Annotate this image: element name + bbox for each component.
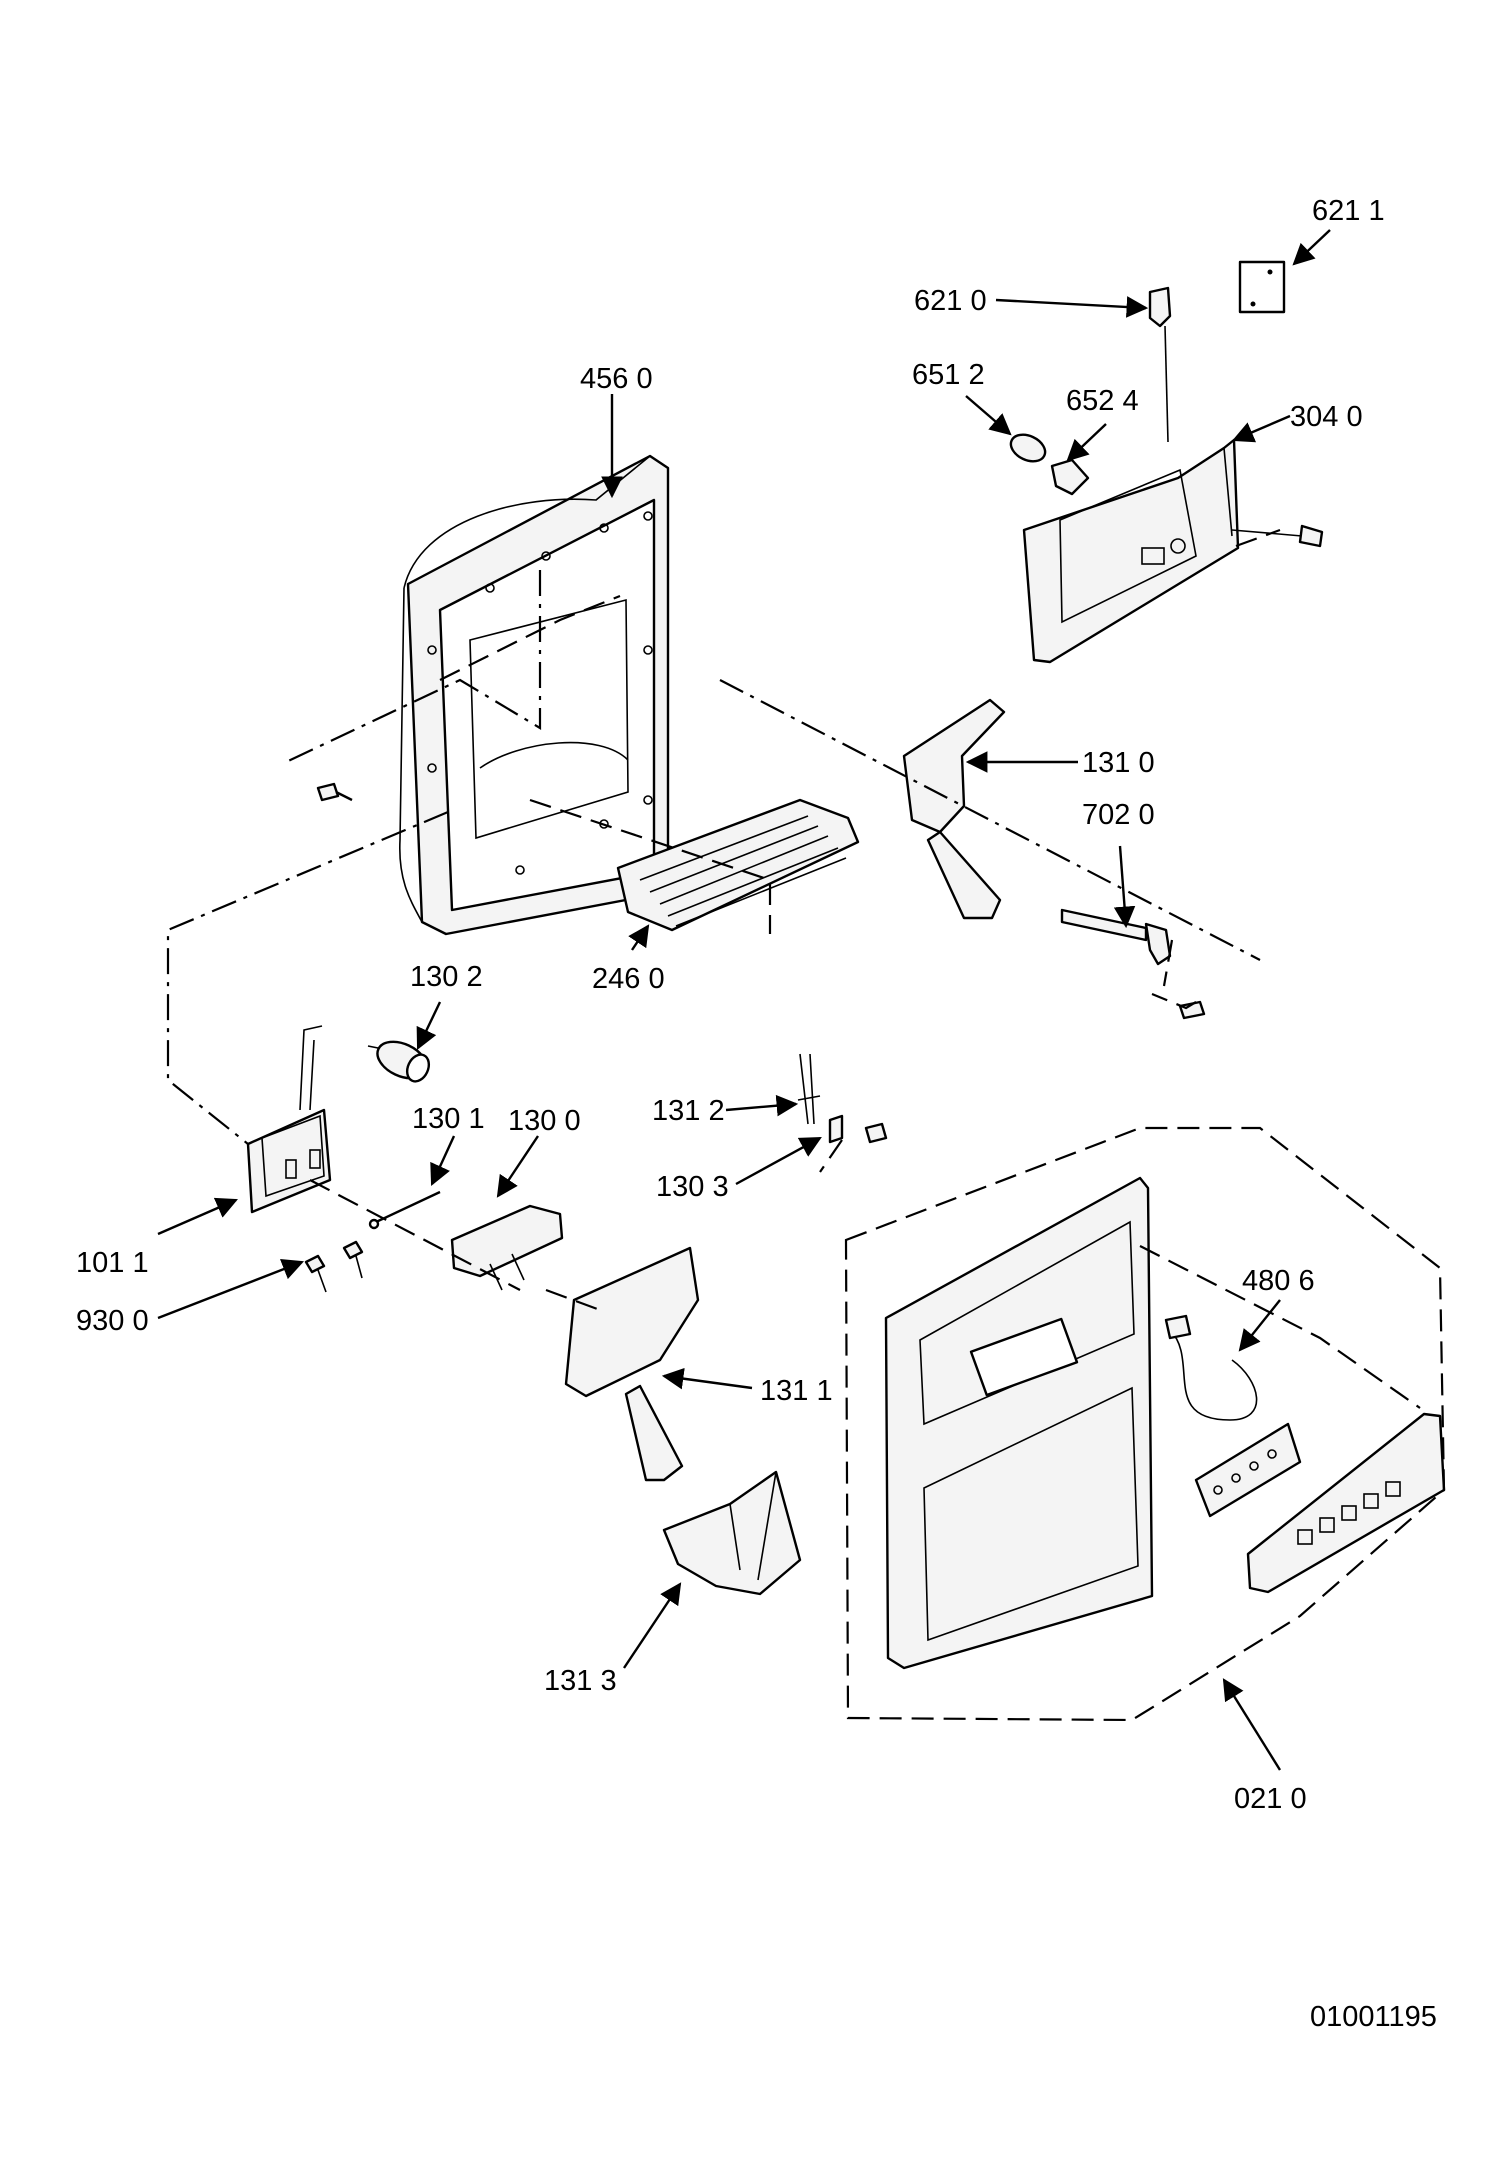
- part-switch: [1148, 286, 1172, 443]
- drawing-number: 01001195: [1310, 2001, 1437, 2033]
- label-652-4: 652 4: [1066, 385, 1139, 417]
- label-456-0: 456 0: [580, 363, 653, 395]
- part-dispenser-housing: [1022, 438, 1324, 664]
- label-930-0: 930 0: [76, 1305, 149, 1337]
- part-screw-left: [316, 782, 353, 802]
- label-651-2: 651 2: [912, 359, 985, 391]
- part-recess-frame: [399, 454, 670, 936]
- part-clip: [828, 1114, 888, 1144]
- part-labels: 621 1 621 0 651 2 652 4 304 0 456 0 131 …: [76, 195, 1437, 2033]
- label-101-1: 101 1: [76, 1247, 149, 1279]
- panel-buttons: [1297, 1481, 1401, 1545]
- part-ice-lever: [564, 1246, 700, 1482]
- part-solenoid: [367, 1040, 431, 1083]
- part-lamp-socket: [1050, 458, 1090, 496]
- part-pin: [368, 1190, 441, 1230]
- part-control-board: [1164, 1314, 1302, 1518]
- label-021-0: 021 0: [1234, 1783, 1307, 1815]
- part-water-lever: [902, 698, 1006, 920]
- part-chute-door: [662, 1470, 802, 1596]
- label-130-0: 130 0: [508, 1105, 581, 1137]
- part-actuator: [450, 1204, 564, 1291]
- label-304-0: 304 0: [1290, 401, 1363, 433]
- part-hardware: [304, 1240, 364, 1293]
- projection-lines: [166, 528, 1446, 1722]
- label-130-1: 130 1: [412, 1103, 485, 1135]
- label-480-6: 480 6: [1242, 1265, 1315, 1297]
- label-130-3: 130 3: [656, 1171, 729, 1203]
- label-131-0: 131 0: [1082, 747, 1155, 779]
- part-control-box: [246, 1025, 332, 1214]
- label-131-2: 131 2: [652, 1095, 725, 1127]
- label-621-1: 621 1: [1312, 195, 1385, 227]
- part-spring: [797, 1053, 821, 1125]
- label-131-1: 131 1: [760, 1375, 833, 1407]
- part-label-plate: [1238, 260, 1286, 314]
- label-246-0: 246 0: [592, 963, 665, 995]
- label-131-3: 131 3: [544, 1665, 617, 1697]
- leader-arrows: [157, 229, 1331, 1771]
- label-621-0: 621 0: [914, 285, 987, 317]
- part-front-panel-assembly: [884, 1176, 1446, 1670]
- part-shaft: [1060, 908, 1206, 1020]
- part-drip-grille: [616, 798, 860, 932]
- part-lamp-bulb: [1009, 433, 1047, 463]
- label-702-0: 702 0: [1082, 799, 1155, 831]
- label-130-2: 130 2: [410, 961, 483, 993]
